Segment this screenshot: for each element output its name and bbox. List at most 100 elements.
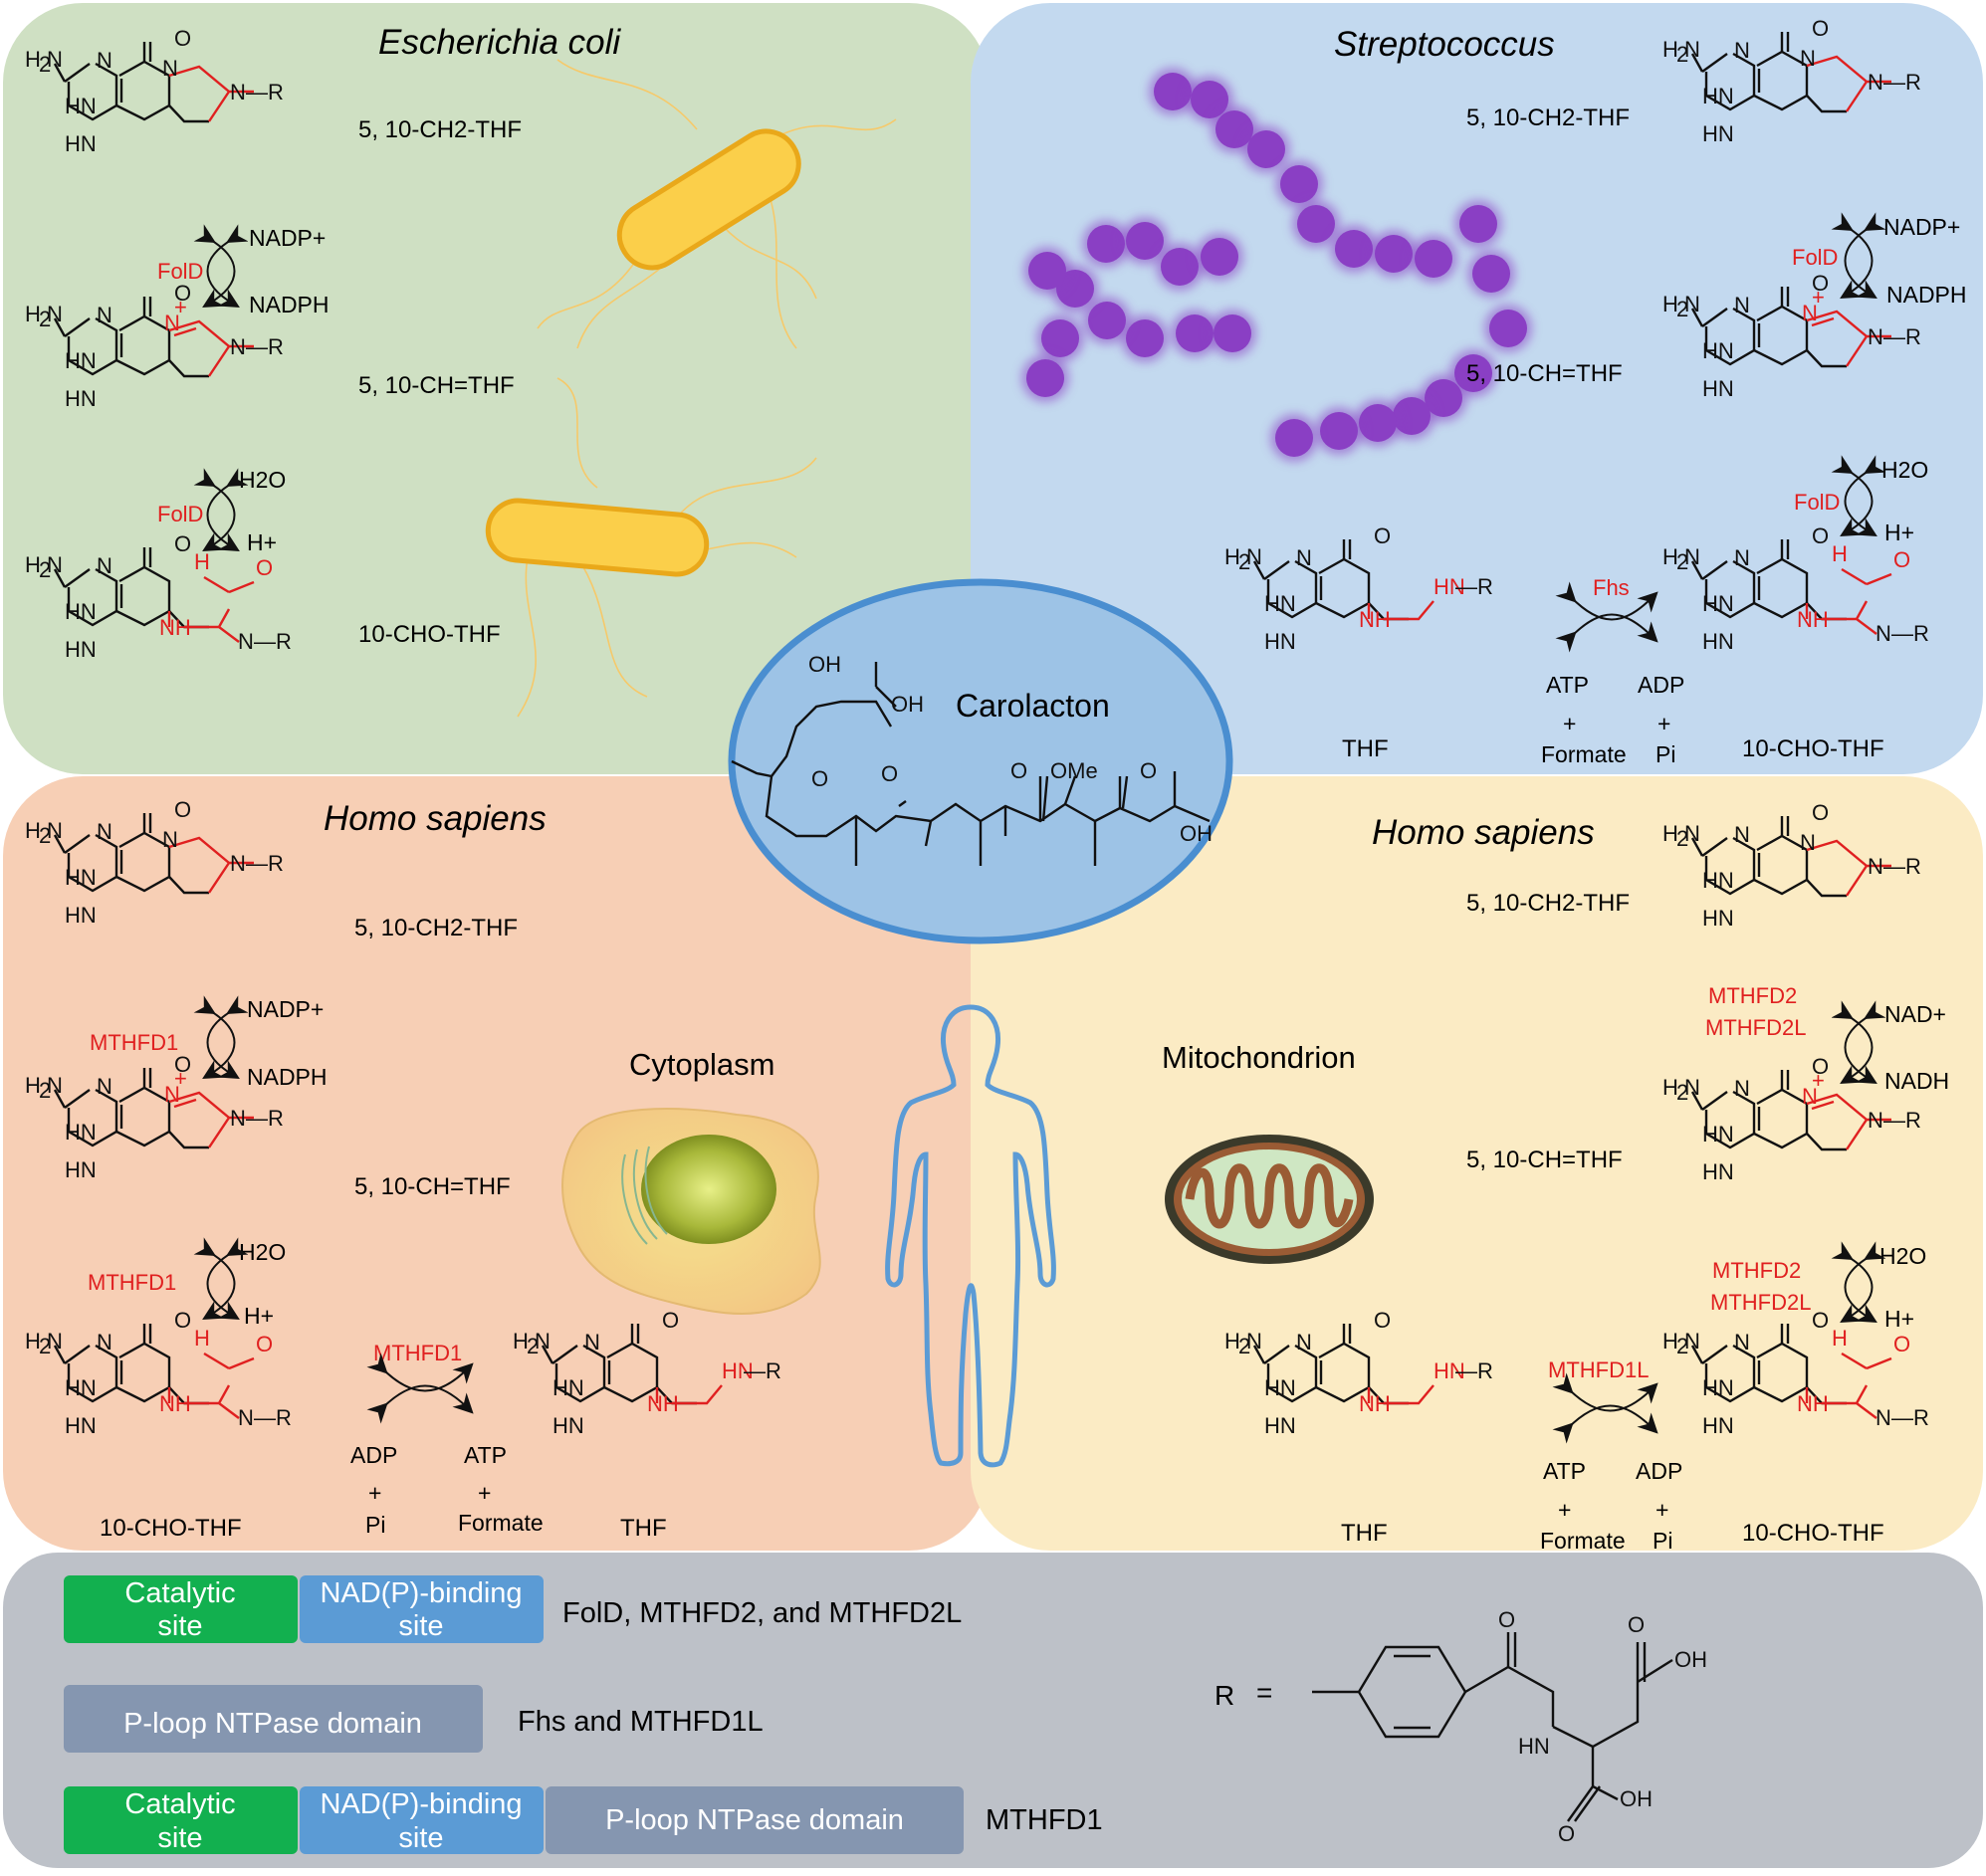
legend-row3-nadp-l2: site (398, 1822, 443, 1854)
legend-row3-nadp (300, 1786, 544, 1854)
human-outline (885, 1004, 1056, 1468)
svg-text:NH: NH (1359, 607, 1391, 632)
mito-enzyme-mthfd2-1: MTHFD2 (1708, 983, 1797, 1008)
mito-plus-1: + (1558, 1497, 1571, 1523)
svg-text:H: H (25, 1329, 41, 1354)
legend-row1-nadp-l1: NAD(P)-binding (320, 1577, 522, 1609)
svg-text:N: N (1868, 854, 1883, 879)
strep-pi: Pi (1655, 741, 1675, 767)
svg-text:N: N (47, 1073, 63, 1098)
svg-text:N: N (97, 819, 112, 844)
svg-text:2: 2 (39, 1078, 51, 1103)
cyto-atp: ATP (464, 1442, 507, 1468)
svg-text:O: O (811, 766, 828, 791)
mitochondrion-illustration (1165, 1135, 1374, 1264)
mito-ch2-label: 5, 10-CH2-THF (1466, 890, 1630, 917)
svg-text:HN: HN (1264, 1413, 1296, 1438)
svg-text:NH: NH (647, 1391, 679, 1416)
carolacton-structure: OH OH O O O OMe O OH (731, 652, 1213, 866)
svg-text:HN: HN (65, 386, 97, 411)
ecoli-cell-bottom (485, 498, 710, 577)
svg-text:N: N (238, 629, 254, 654)
mito-thf-label: THF (1341, 1520, 1388, 1547)
svg-text:O: O (256, 1332, 273, 1356)
svg-text:HN: HN (1264, 591, 1296, 616)
svg-text:HN: HN (1702, 868, 1734, 893)
svg-text:—R: —R (1883, 1108, 1921, 1133)
svg-text:NH: NH (159, 615, 191, 640)
svg-text:O: O (174, 1052, 191, 1077)
svg-text:N: N (1800, 46, 1816, 71)
cyto-enzyme-1: MTHFD1 (90, 1030, 178, 1055)
svg-text:N: N (1296, 545, 1312, 570)
cyto-cofactor-h2o: H2O (239, 1239, 286, 1265)
ecoli-cofactor-h2o: H2O (239, 467, 286, 493)
mito-cofactor-hplus: H+ (1884, 1306, 1914, 1332)
svg-text:HN: HN (552, 1413, 584, 1438)
legend-row3-catalytic (64, 1786, 298, 1854)
cyto-plus-1: + (368, 1480, 381, 1506)
strep-formate: Formate (1541, 741, 1627, 767)
svg-text:H: H (513, 1329, 529, 1354)
svg-text:+: + (174, 295, 187, 319)
svg-text:N: N (1800, 830, 1816, 855)
svg-text:H: H (1662, 544, 1678, 569)
svg-text:2: 2 (39, 307, 51, 331)
svg-text:2: 2 (1676, 297, 1688, 321)
svg-text:N: N (97, 553, 112, 578)
legend-row1-catalytic (64, 1575, 298, 1643)
svg-text:O: O (174, 797, 191, 822)
svg-text:N: N (1734, 293, 1750, 317)
r-group-structure: O O OH HN OH O (1312, 1607, 1707, 1846)
svg-text:+: + (174, 1066, 187, 1091)
svg-text:HN: HN (65, 131, 97, 156)
svg-text:—R: —R (254, 629, 292, 654)
svg-text:OH: OH (891, 692, 924, 717)
svg-text:2: 2 (39, 1334, 51, 1358)
svg-text:—R: —R (246, 80, 284, 104)
ecoli-cofactor-nadp: NADP+ (249, 225, 326, 251)
strep-adp: ADP (1638, 672, 1684, 698)
r-group-equals: = (1256, 1677, 1272, 1708)
svg-text:O: O (662, 1308, 679, 1333)
svg-text:O: O (1374, 523, 1391, 548)
legend-row3-catalytic-l2: site (157, 1822, 202, 1854)
strep-enzyme-fold-2: FolD (1794, 490, 1840, 515)
svg-text:O: O (174, 281, 191, 306)
cyto-plus-2: + (478, 1480, 491, 1506)
mito-ch-label: 5, 10-CH=THF (1466, 1146, 1623, 1173)
svg-text:H: H (1662, 292, 1678, 316)
svg-text:2: 2 (39, 557, 51, 582)
svg-text:N: N (1802, 301, 1818, 325)
cyto-ch-label: 5, 10-CH=THF (354, 1173, 511, 1200)
legend-row3-nadp-l1: NAD(P)-binding (320, 1788, 522, 1820)
svg-text:O: O (174, 1308, 191, 1333)
svg-text:HN: HN (722, 1358, 754, 1383)
cyto-cofactor-nadp: NADP+ (247, 996, 324, 1022)
mito-cofactor-nad: NAD+ (1884, 1001, 1946, 1027)
svg-text:O: O (1140, 758, 1157, 783)
svg-text:HN: HN (1702, 121, 1734, 146)
svg-text:N: N (1876, 1405, 1891, 1430)
svg-text:O: O (1812, 1054, 1829, 1079)
svg-text:N: N (164, 1082, 180, 1107)
svg-text:2: 2 (39, 52, 51, 77)
svg-text:H: H (194, 1326, 210, 1351)
svg-text:N: N (97, 303, 112, 327)
svg-text:H: H (1224, 544, 1240, 569)
mito-formate: Formate (1540, 1528, 1626, 1554)
svg-text:HN: HN (1702, 1159, 1734, 1184)
strep-plus-1: + (1563, 711, 1576, 736)
svg-text:HN: HN (65, 1375, 97, 1400)
svg-text:H: H (25, 1073, 41, 1098)
svg-text:N: N (1868, 1108, 1883, 1133)
strep-cofactor-nadph: NADPH (1886, 282, 1967, 308)
svg-text:H: H (1224, 1329, 1240, 1354)
svg-text:OH: OH (1620, 1786, 1653, 1811)
legend-row3-desc: MTHFD1 (986, 1804, 1103, 1836)
svg-text:OH: OH (808, 652, 841, 677)
svg-text:N: N (47, 47, 63, 72)
